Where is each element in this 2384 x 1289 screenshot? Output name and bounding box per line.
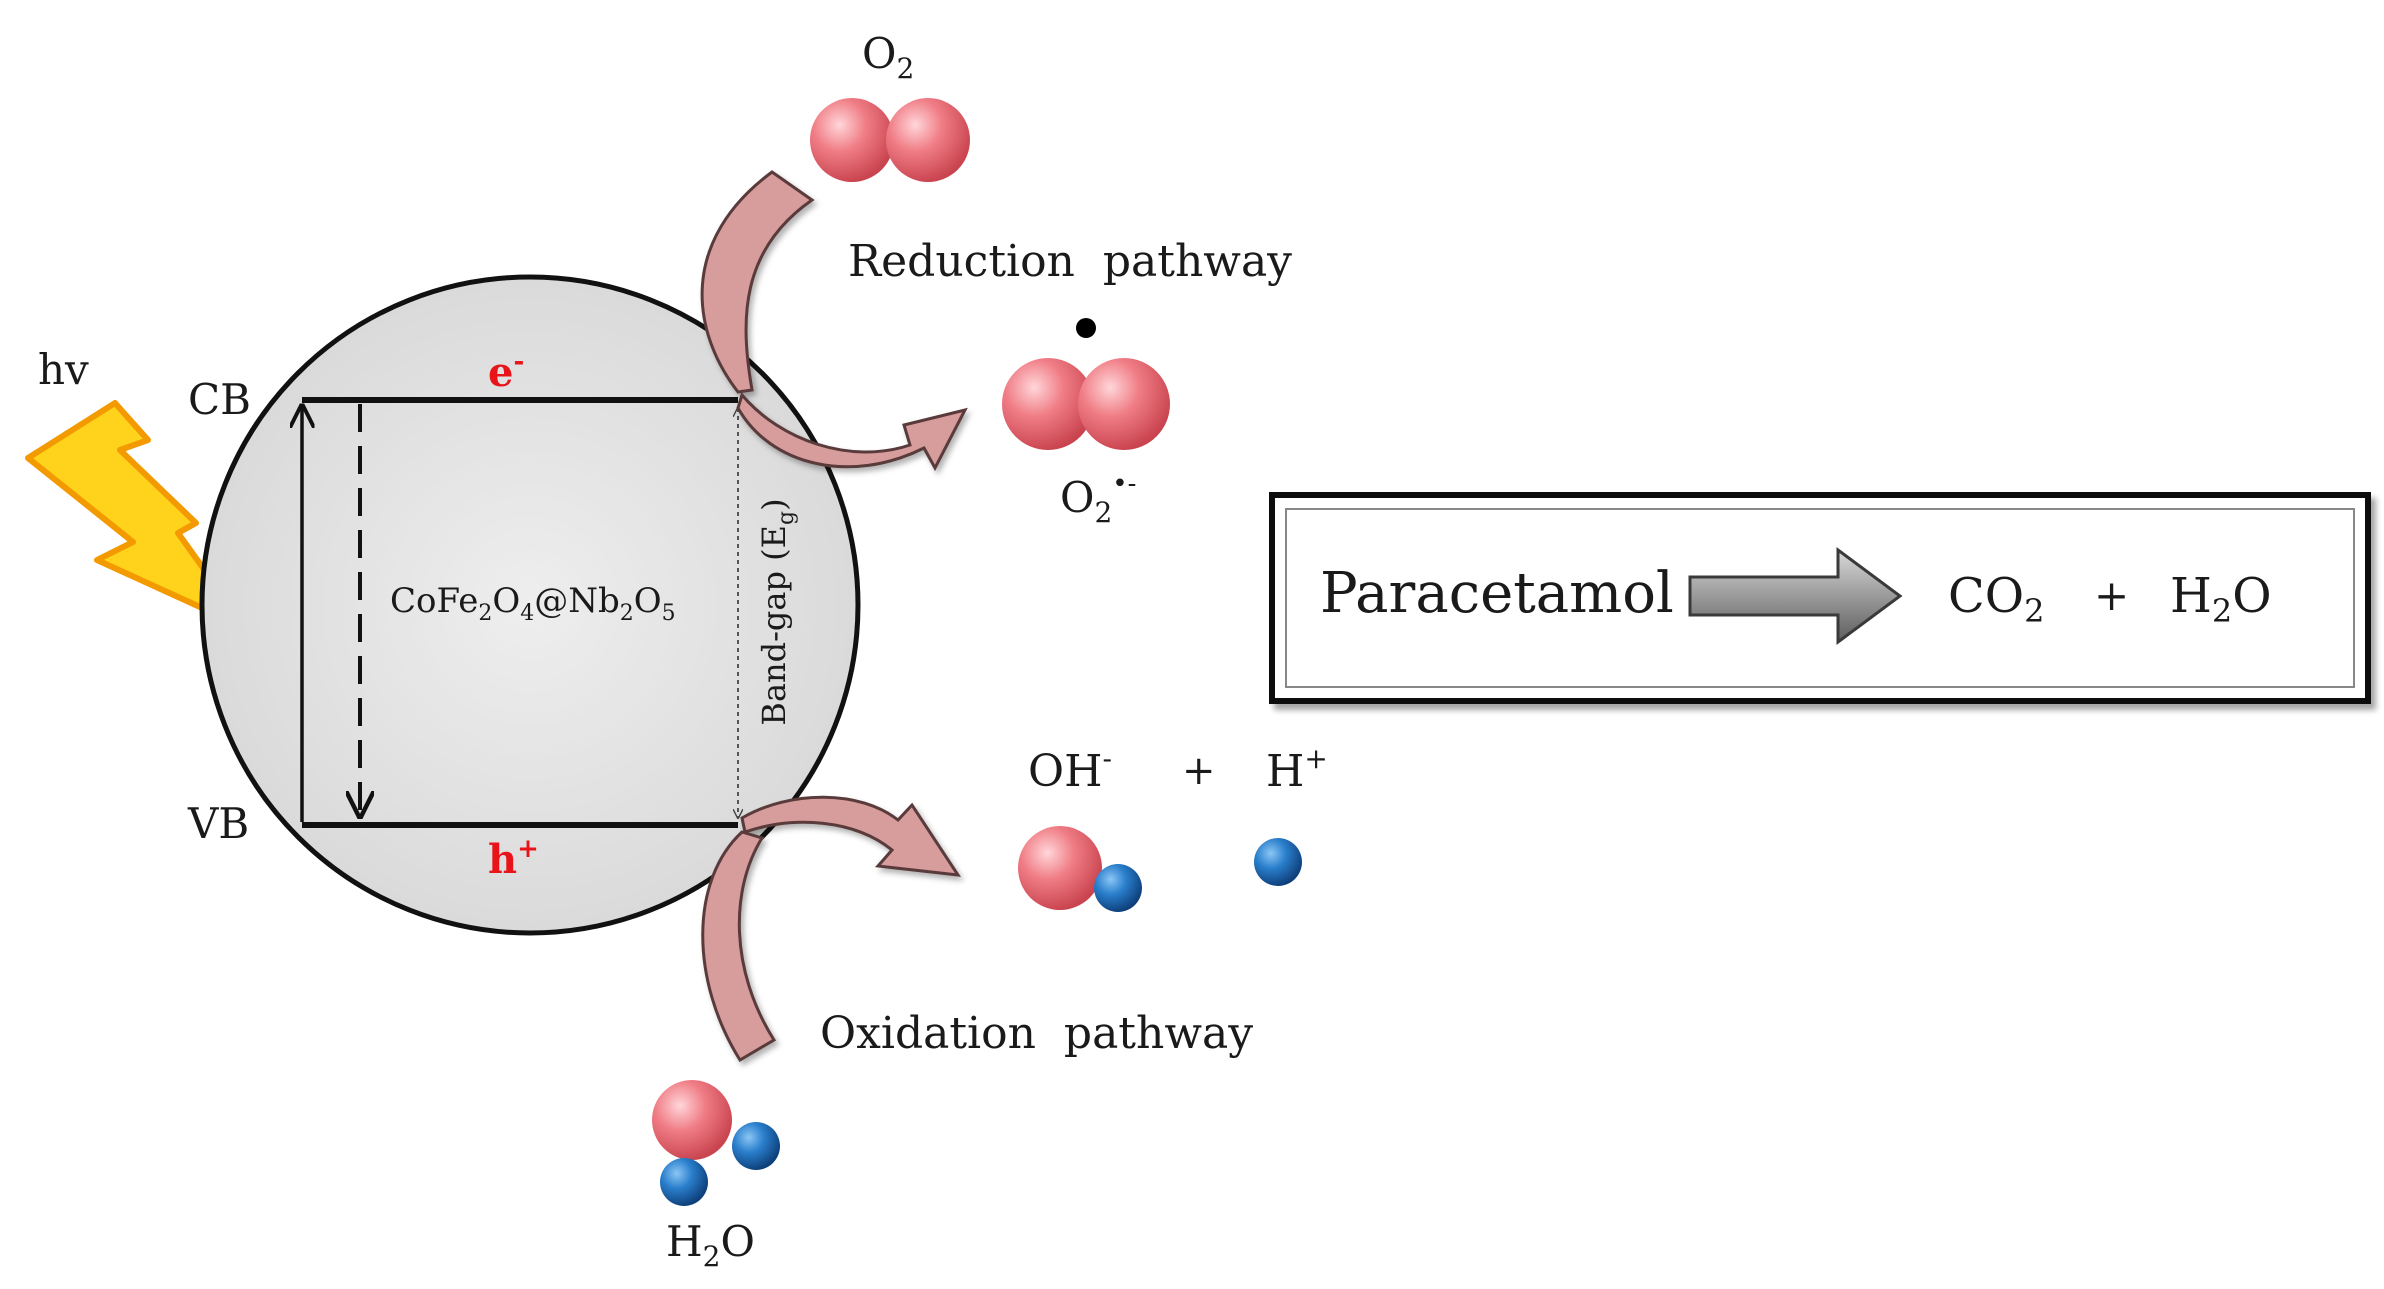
reaction-arrow (1688, 547, 1903, 645)
semiconductor-particle (199, 274, 861, 936)
o2-label: O2 (862, 29, 914, 85)
co2-label: CO2 (1948, 568, 2044, 630)
oxidation-incoming-arrow (701, 830, 777, 1063)
water-molecule (652, 1080, 780, 1206)
reaction-plus: + (2094, 571, 2129, 620)
hydroxide-label: OH- (1028, 742, 1112, 797)
reduction-pathway-label: Reduction pathway (848, 236, 1292, 287)
o2-molecule (810, 98, 970, 182)
reduction-outgoing-arrow (736, 391, 968, 472)
oxidation-pathway-label: Oxidation pathway (820, 1008, 1253, 1059)
superoxide-molecule (1002, 358, 1170, 450)
light-label: hv (38, 345, 89, 394)
paracetamol-label: Paracetamol (1320, 561, 1674, 626)
superoxide-label: O2•- (1060, 469, 1136, 529)
hydroxide-molecule (1018, 826, 1142, 912)
band-gap-label: Band-gap (Eg) (755, 498, 799, 725)
hole-label: h+ (488, 834, 539, 883)
cb-label: CB (188, 375, 251, 424)
proton-atom (1254, 838, 1302, 886)
oxidation-plus: + (1182, 748, 1216, 794)
catalyst-label: CoFe2O4@Nb2O5 (390, 581, 676, 626)
radical-dot (1076, 318, 1096, 338)
electron-label: e- (488, 347, 524, 396)
oxidation-outgoing-arrow (740, 795, 962, 877)
reduction-incoming-arrow (700, 170, 815, 394)
proton-label: H+ (1266, 742, 1328, 797)
water-label: H2O (666, 1217, 755, 1273)
h2o-product-label: H2O (2170, 568, 2272, 630)
vb-label: VB (187, 799, 249, 848)
